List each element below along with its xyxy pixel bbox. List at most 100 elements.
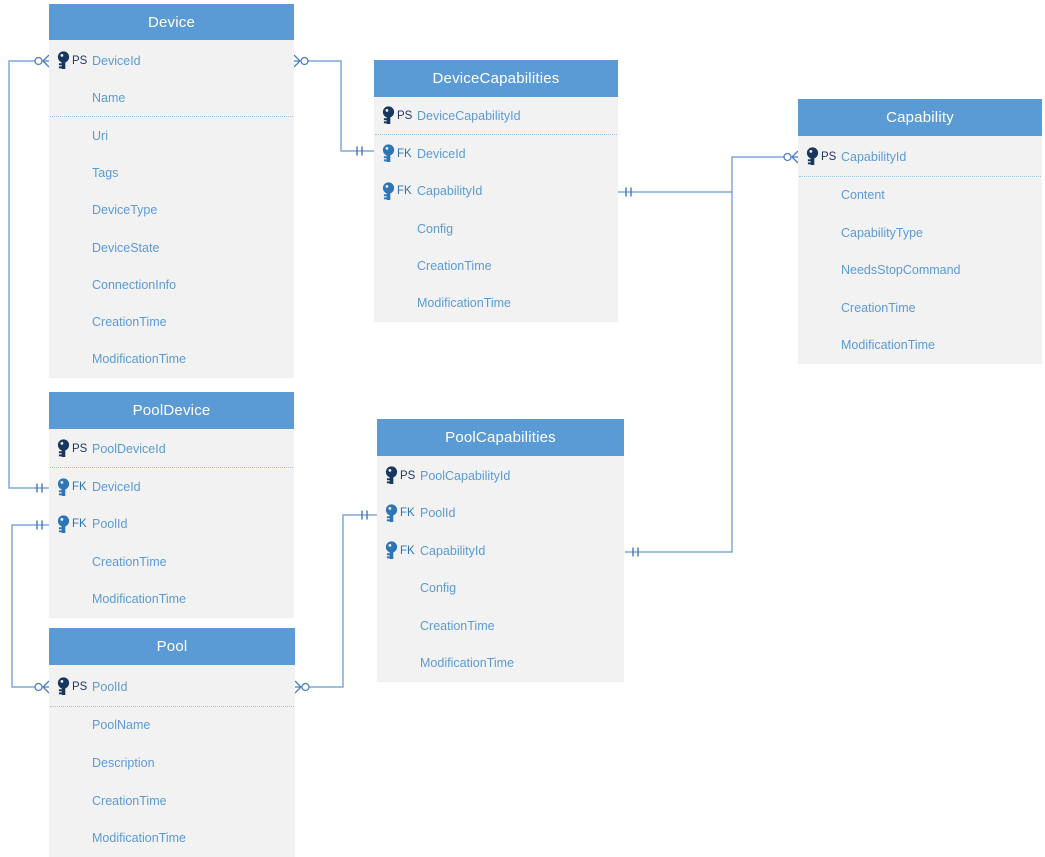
field-name: DeviceCapabilityId [417, 108, 521, 123]
field-row-creationtime: CreationTime [49, 543, 294, 580]
primary-key-icon [806, 147, 819, 166]
foreign-key-icon [385, 504, 398, 522]
field-row-devicecapabilityid: PS DeviceCapabilityId [374, 97, 618, 134]
field-row-modificationtime: ModificationTime [798, 327, 1042, 365]
field-name: Config [420, 581, 457, 596]
field-row-creationtime: CreationTime [49, 303, 294, 340]
field-name: ModificationTime [92, 352, 187, 367]
foreign-key-label: FK [400, 507, 415, 520]
table-pooldevice[interactable]: PoolDevice PS PoolDeviceId FK DeviceId F… [49, 392, 294, 618]
relationship-capability-devicecapabilities[interactable] [618, 150, 799, 197]
entity-table-body: PS PoolDeviceId FK DeviceId FK PoolId Cr… [49, 429, 294, 618]
entity-table-title: PoolCapabilities [377, 419, 624, 456]
field-name: ModificationTime [417, 296, 512, 311]
field-name: CreationTime [92, 314, 167, 329]
field-row-config: Config [374, 210, 618, 247]
field-row-capabilitytype: CapabilityType [798, 214, 1042, 252]
pk-separator [50, 116, 293, 118]
key-icon-slot [805, 147, 820, 166]
primary-key-icon [382, 106, 395, 125]
field-name: DeviceId [92, 53, 141, 68]
entity-table-title: Device [49, 4, 294, 40]
entity-table-body: PS PoolId PoolName Description CreationT… [49, 665, 295, 857]
key-icon-slot [384, 541, 399, 560]
field-name: Uri [92, 128, 108, 143]
field-row-capabilityid: FK CapabilityId [374, 173, 618, 210]
key-icon-slot [56, 439, 71, 458]
relationship-device-pooldevice[interactable] [8, 54, 50, 493]
foreign-key-icon [382, 182, 395, 200]
key-icon-slot [381, 106, 396, 125]
field-row-uri: Uri [49, 117, 294, 154]
field-name: NeedsStopCommand [841, 263, 961, 278]
relationship-capability-poolcapabilities[interactable] [625, 192, 733, 557]
field-name: CreationTime [417, 258, 492, 273]
field-name: ModificationTime [92, 592, 187, 607]
field-name: PoolCapabilityId [420, 468, 511, 483]
foreign-key-label: FK [72, 481, 87, 494]
field-name: DeviceType [92, 203, 158, 218]
primary-key-icon [57, 677, 70, 696]
field-row-content: Content [798, 177, 1042, 215]
primary-key-icon [57, 51, 70, 70]
field-row-deviceid: PS DeviceId [49, 42, 294, 79]
field-row-poolid: FK PoolId [49, 506, 294, 543]
field-row-connectioninfo: ConnectionInfo [49, 266, 294, 303]
entity-table-title: DeviceCapabilities [374, 60, 618, 97]
field-row-poolname: PoolName [49, 707, 295, 745]
field-name: PoolId [92, 517, 128, 532]
primary-key-icon [385, 466, 398, 485]
entity-table-body: PS DeviceId Name Uri Tags DeviceType Dev… [49, 40, 294, 378]
field-name: PoolId [92, 679, 128, 694]
pk-separator [799, 175, 1041, 177]
table-poolcapabilities[interactable]: PoolCapabilities PS PoolCapabilityId FK … [377, 419, 624, 682]
field-row-poolcapabilityid: PS PoolCapabilityId [377, 457, 624, 495]
field-name: DeviceId [92, 480, 141, 495]
field-name: Name [92, 90, 126, 105]
table-capability[interactable]: Capability PS CapabilityId Content Capab… [798, 99, 1042, 364]
field-name: Config [417, 221, 454, 236]
field-row-needsstopcommand: NeedsStopCommand [798, 252, 1042, 290]
key-icon-slot [384, 466, 399, 485]
field-row-creationtime: CreationTime [49, 782, 295, 820]
field-name: PoolId [420, 506, 456, 521]
table-pool[interactable]: Pool PS PoolId PoolName Description Crea… [49, 628, 295, 857]
pk-separator [375, 134, 617, 136]
key-icon-slot [56, 51, 71, 70]
field-row-modificationtime: ModificationTime [377, 645, 624, 683]
field-name: Content [841, 188, 885, 203]
key-icon-slot [56, 677, 71, 696]
foreign-key-icon [57, 515, 70, 533]
field-row-devicetype: DeviceType [49, 192, 294, 229]
field-name: CreationTime [841, 300, 916, 315]
field-row-deviceid: FK DeviceId [374, 135, 618, 172]
key-icon-slot [384, 504, 399, 523]
field-name: DeviceState [92, 240, 160, 255]
field-row-name: Name [49, 79, 294, 116]
field-name: ConnectionInfo [92, 277, 177, 292]
key-icon-slot [381, 182, 396, 201]
relationship-pool-poolcapabilities[interactable] [294, 510, 377, 694]
field-row-capabilityid: FK CapabilityId [377, 532, 624, 570]
field-name: Description [92, 755, 155, 770]
field-row-pooldeviceid: PS PoolDeviceId [49, 430, 294, 467]
relationship-pool-pooldevice[interactable] [11, 520, 50, 694]
field-name: CreationTime [92, 793, 167, 808]
field-row-poolid: FK PoolId [377, 495, 624, 533]
foreign-key-label: FK [72, 518, 87, 531]
field-row-devicestate: DeviceState [49, 229, 294, 266]
field-row-deviceid: FK DeviceId [49, 468, 294, 505]
relationship-device-devicecapabilities[interactable] [293, 54, 374, 156]
foreign-key-icon [382, 144, 395, 163]
field-row-capabilityid: PS CapabilityId [798, 138, 1042, 176]
field-row-description: Description [49, 744, 295, 782]
field-name: CreationTime [92, 554, 167, 569]
pk-separator [50, 705, 294, 707]
primary-key-label: PS [821, 150, 837, 163]
table-devicecapabilities[interactable]: DeviceCapabilities PS DeviceCapabilityId… [374, 60, 618, 322]
key-icon-slot [381, 144, 396, 163]
table-device[interactable]: Device PS DeviceId Name Uri Tags DeviceT… [49, 4, 294, 378]
field-row-creationtime: CreationTime [374, 247, 618, 284]
field-row-modificationtime: ModificationTime [374, 284, 618, 321]
field-name: CapabilityId [420, 543, 486, 558]
